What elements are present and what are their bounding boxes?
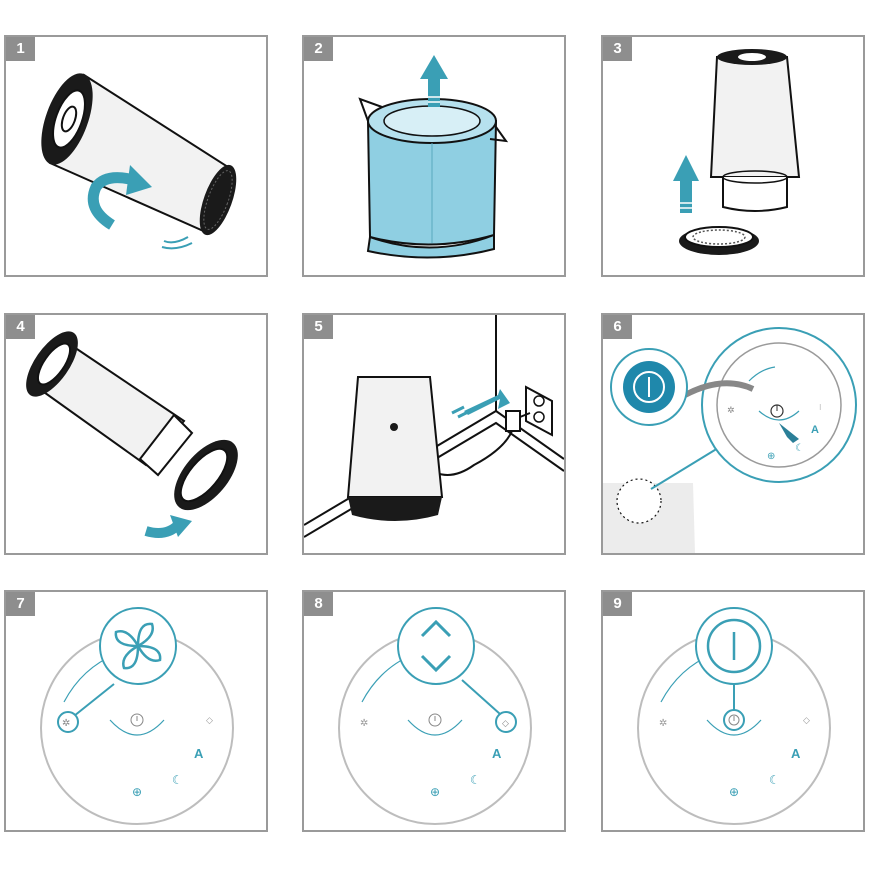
step-1-illustration — [41, 73, 237, 250]
auto-mode-icon: A — [492, 746, 502, 761]
step-3-panel: 3 — [601, 35, 865, 277]
globe-icon: ⊕ — [132, 785, 142, 799]
auto-mode-icon: A — [791, 746, 801, 761]
base-cap — [174, 439, 238, 511]
push-arrow-icon — [451, 389, 510, 419]
lift-arrow-icon — [420, 55, 448, 107]
auto-mode-icon: A — [194, 746, 204, 761]
pointer-ribbon — [683, 380, 755, 398]
speed-button-highlight — [495, 711, 517, 733]
callout-line — [650, 444, 724, 490]
speed-icon: ◇ — [502, 719, 509, 729]
step-4-panel: 4 — [4, 313, 268, 555]
purifier-bottom — [603, 478, 695, 553]
filter-in-bag — [358, 97, 509, 259]
step-number: 6 — [603, 315, 632, 339]
night-mode-icon: ☾ — [470, 773, 481, 787]
step-6-panel: 6 ✲ ⁝ A ☾ ⊕ — [601, 313, 865, 555]
globe-icon: ⊕ — [430, 785, 440, 799]
speed-icon: ◇ — [803, 716, 810, 726]
callout-line — [73, 683, 115, 717]
purifier-tilted — [26, 331, 194, 477]
auto-mode-icon: A — [811, 424, 819, 436]
fan-button-callout — [99, 607, 177, 685]
step-8-illustration: ✲ A ☾ ⊕ ◇ — [338, 607, 532, 825]
fan-icon: ✲ — [727, 406, 735, 416]
purifier-tilted — [41, 73, 237, 236]
callout-line — [461, 679, 501, 715]
step-number: 3 — [603, 37, 632, 61]
speed-icon: ◇ — [206, 716, 213, 726]
step-4-illustration — [26, 331, 238, 538]
wall-outlet — [525, 385, 553, 437]
step-number: 9 — [603, 592, 632, 616]
step-3-illustration — [673, 49, 801, 255]
globe-icon: ⊕ — [767, 451, 775, 462]
chevron-up-icon — [420, 619, 452, 638]
step-9-panel: 9 ✲ ◇ A ☾ ⊕ — [601, 590, 865, 832]
fan-icon: ✲ — [659, 718, 667, 729]
step-number: 4 — [6, 315, 35, 339]
step-8-panel: 8 ✲ A ☾ ⊕ ◇ — [302, 590, 566, 832]
rotate-arrow-icon — [144, 515, 192, 538]
step-number: 1 — [6, 37, 35, 61]
step-2-illustration — [358, 55, 509, 259]
chevron-down-icon — [420, 654, 452, 673]
purifier-upright — [346, 376, 444, 521]
speed-button-callout — [397, 607, 475, 685]
up-arrow-icon — [673, 155, 699, 213]
step-number: 2 — [304, 37, 333, 61]
step-6-illustration: ✲ ⁝ A ☾ ⊕ — [603, 327, 857, 553]
step-number: 7 — [6, 592, 35, 616]
base-cap — [679, 226, 759, 255]
control-panel-zoom: ✲ ⁝ A ☾ ⊕ — [701, 327, 857, 483]
step-7-illustration: ◇ A ☾ ⊕ ✲ — [40, 607, 234, 825]
finger-press-icon — [770, 404, 784, 418]
power-button-callout — [610, 348, 688, 426]
fan-icon — [114, 622, 162, 670]
step-9-illustration: ✲ ◇ A ☾ ⊕ — [637, 607, 831, 825]
step-5-panel: 5 — [302, 313, 566, 555]
fan-button-highlight — [57, 711, 79, 733]
rotate-arrow-icon — [87, 165, 193, 250]
fan-icon: ✲ — [62, 718, 70, 729]
night-mode-icon: ☾ — [172, 773, 183, 787]
fan-icon: ✲ — [360, 718, 368, 729]
night-mode-icon: ☾ — [795, 443, 804, 454]
step-1-panel: 1 — [4, 35, 268, 277]
power-button-callout — [695, 607, 773, 685]
step-number: 5 — [304, 315, 333, 339]
purifier-upright — [709, 49, 801, 212]
press-arrow-icon — [779, 423, 799, 443]
globe-icon: ⊕ — [729, 785, 739, 799]
step-2-panel: 2 — [302, 35, 566, 277]
step-5-illustration — [304, 315, 564, 538]
step-7-panel: 7 ◇ A ☾ ⊕ ✲ — [4, 590, 268, 832]
step-number: 8 — [304, 592, 333, 616]
night-mode-icon: ☾ — [769, 773, 780, 787]
speed-icon: ⁝ — [819, 403, 822, 412]
